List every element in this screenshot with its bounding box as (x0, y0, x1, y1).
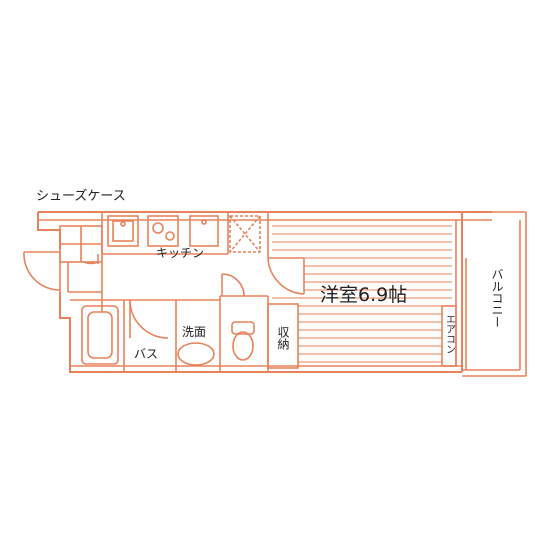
storage-label: 収納 (276, 326, 290, 350)
room-door (267, 257, 305, 295)
stove-icon (147, 215, 179, 247)
bathroom (70, 299, 177, 372)
western-room-label: 洋室6.9帖 (320, 284, 407, 306)
entrance (23, 225, 103, 300)
fridge-icon (229, 215, 261, 253)
washbasin-icon (177, 342, 215, 366)
aircon-label: エアコン (444, 314, 456, 354)
shoes-case-label: シューズケース (36, 188, 126, 204)
sink-icon (107, 215, 139, 247)
toilet (220, 295, 268, 361)
balcony (462, 211, 527, 377)
storage-closet (267, 303, 299, 369)
washroom-label: 洗面 (182, 325, 206, 339)
kitchen-counter (101, 212, 261, 255)
aircon-unit (441, 305, 457, 367)
kitchen-label: キッチン (156, 246, 204, 260)
balcony-label: バルコニー (490, 268, 504, 328)
outer-walls (37, 211, 492, 373)
washroom (176, 273, 245, 372)
bath-label: バス (134, 347, 158, 361)
western-room-hatching (272, 225, 452, 363)
bathtub-icon (81, 305, 119, 365)
toilet-icon (232, 331, 254, 361)
